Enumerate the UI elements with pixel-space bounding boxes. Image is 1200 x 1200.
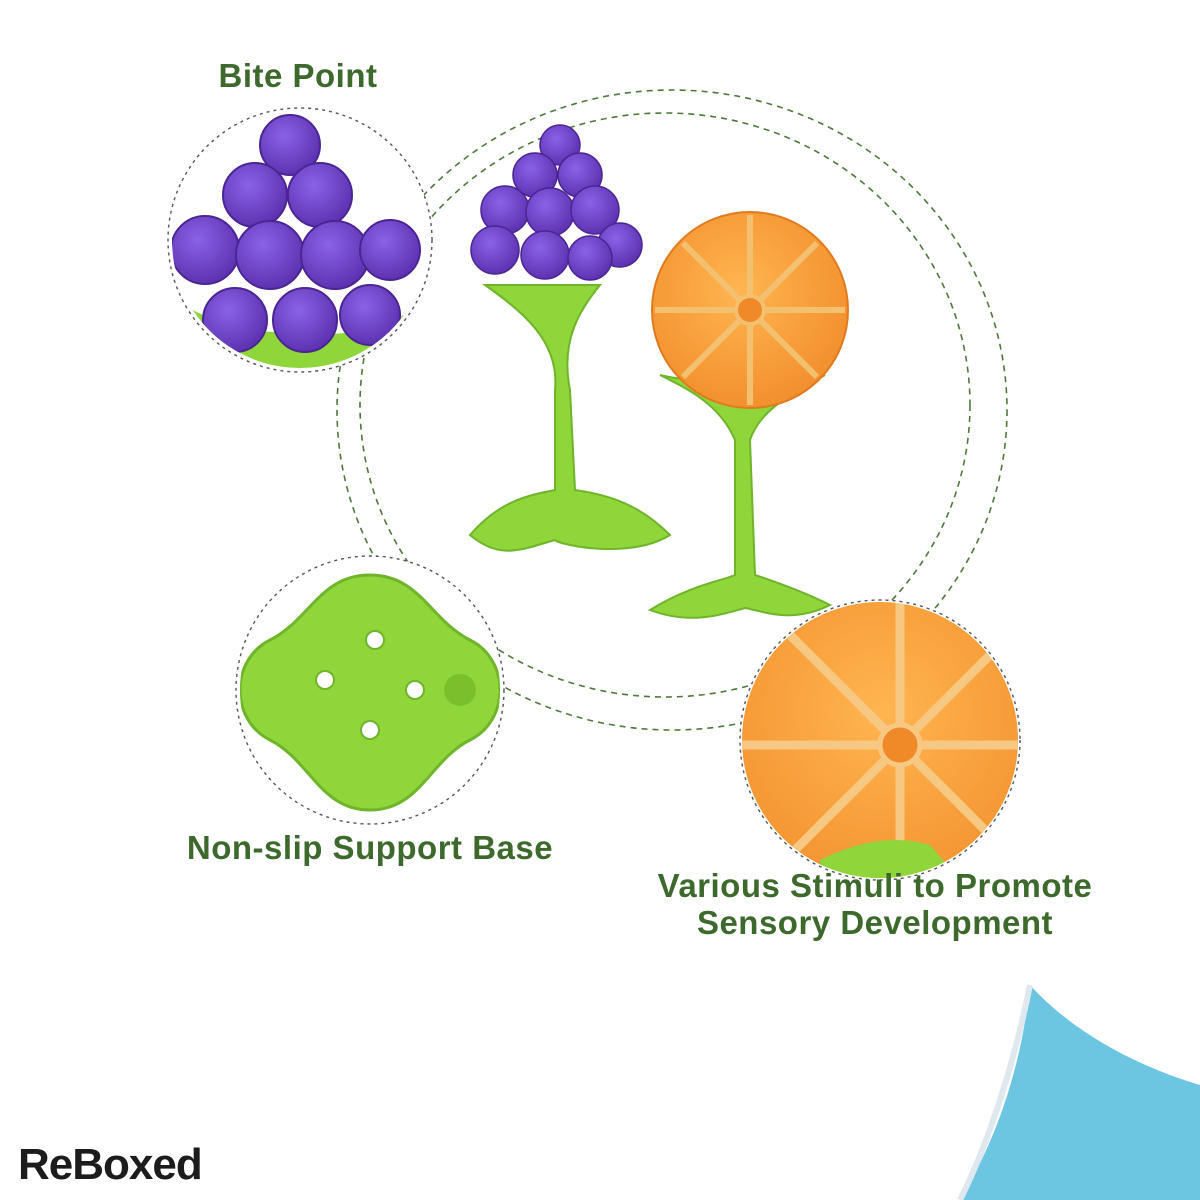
bite-point-label: Bite Point <box>218 57 378 94</box>
orange-teether <box>647 211 849 619</box>
sensory-stimuli-label: Various Stimuli to Promote Sensory Devel… <box>640 867 1110 942</box>
page-curl-corner <box>957 984 1200 1200</box>
stimuli-line-2: Sensory Development <box>696 903 1054 941</box>
orange-zoom-circle <box>739 599 1021 881</box>
center-dashed-ring <box>336 89 1008 731</box>
bite-point-zoom-circle <box>167 107 433 373</box>
support-base-label: Non-slip Support Base <box>186 829 554 866</box>
support-base-zoom-circle <box>235 555 505 825</box>
brand-logo: ReBoxed <box>18 1140 203 1189</box>
grape-teether <box>468 124 672 552</box>
stimuli-line-1: Various Stimuli to Promote <box>657 867 1093 904</box>
